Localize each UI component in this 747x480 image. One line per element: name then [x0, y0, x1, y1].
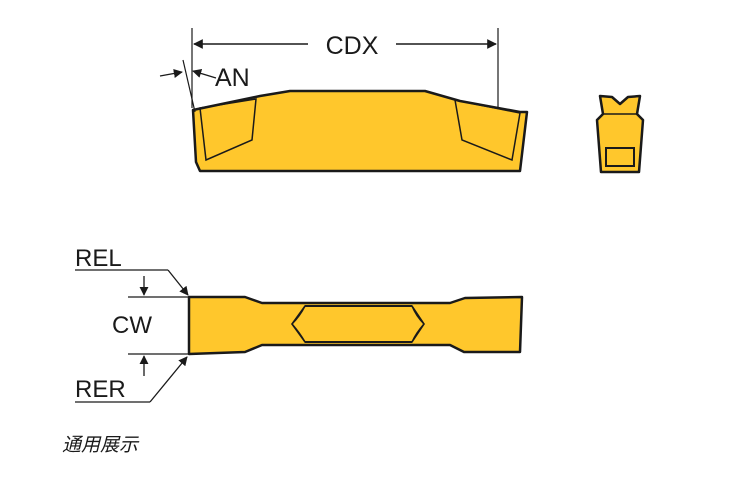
rer-label: RER — [75, 376, 126, 403]
insert-plan-view — [187, 295, 524, 356]
rel-label: REL — [75, 245, 122, 272]
insert-end-view — [595, 94, 645, 174]
insert-side-view — [191, 89, 529, 173]
an-dimension: AN — [159, 59, 250, 113]
cdx-dimension: CDX — [191, 28, 499, 108]
insert-side-body — [191, 89, 529, 173]
caption-text: 通用展示 — [62, 434, 139, 456]
width-dimensions: REL CW RER — [75, 245, 189, 403]
insert-plan-body — [187, 295, 524, 356]
an-label: AN — [215, 64, 250, 92]
insert-side-left-facet — [199, 98, 257, 162]
insert-end-window — [605, 147, 635, 167]
insert-end-body — [595, 94, 645, 174]
cdx-label: CDX — [326, 32, 379, 60]
cw-label: CW — [112, 312, 152, 339]
insert-side-right-facet — [454, 99, 521, 162]
